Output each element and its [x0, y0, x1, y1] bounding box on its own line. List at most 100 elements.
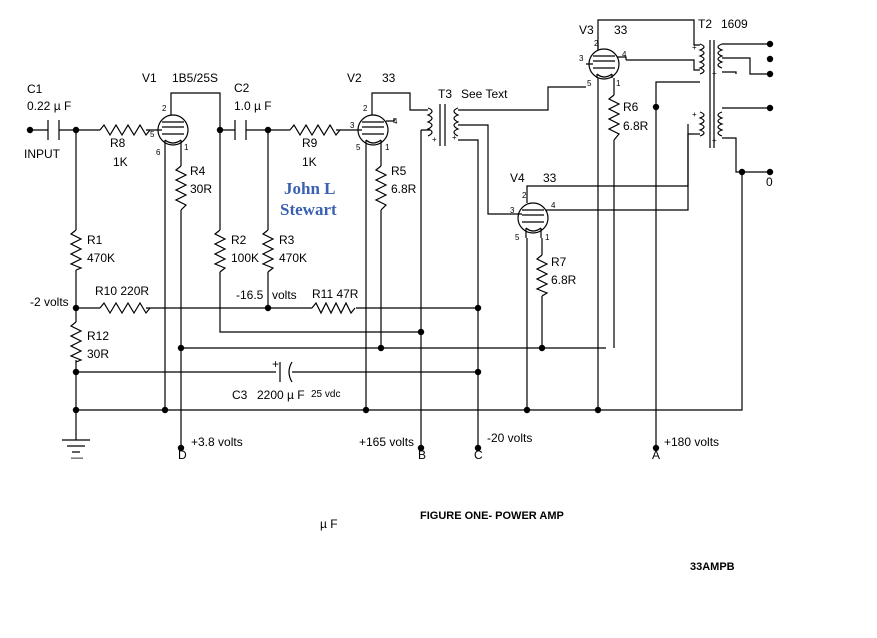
- v4-pin3: 3: [510, 206, 515, 215]
- r5-value: 6.8R: [391, 182, 417, 196]
- supply-d-label: +3.8 volts: [191, 435, 243, 449]
- r8-ref: R8: [110, 136, 126, 150]
- junctions: [26, 40, 774, 452]
- r3-body: [261, 229, 275, 273]
- node-b-label: B: [418, 448, 426, 462]
- v4-pin1: 1: [545, 233, 550, 242]
- signature: John L Stewart: [280, 179, 337, 219]
- r12-value: 30R: [87, 347, 109, 361]
- supply-a-label: +180 volts: [664, 435, 719, 449]
- t2-plus-2: +: [712, 69, 717, 78]
- r8-value: 1K: [113, 155, 128, 169]
- r3-ref: R3: [279, 233, 295, 247]
- v3-pin3: 3: [579, 54, 584, 63]
- r9-value: 1K: [302, 155, 317, 169]
- v2-ref: V2: [347, 71, 362, 85]
- v3-pin5: 5: [587, 79, 592, 88]
- r2-value: 100K: [231, 251, 259, 265]
- v2-pin3: 3: [350, 121, 355, 130]
- r12-body: [69, 321, 83, 363]
- v3-pin4: 4: [622, 50, 627, 59]
- t2-plus-4: +: [712, 136, 717, 145]
- t2-plus-1: +: [692, 43, 697, 52]
- c1-value: 0.22 µ F: [27, 99, 71, 113]
- r6-body: [607, 94, 621, 141]
- v4-ref: V4: [510, 171, 525, 185]
- resistors: [69, 94, 621, 363]
- component-labels: C1 0.22 µ F INPUT R8 1K V1 1B5/25S C2 1.…: [24, 17, 773, 402]
- r4-value: 30R: [190, 182, 212, 196]
- c3-ref: C3: [232, 388, 248, 402]
- c3-plus: +: [272, 357, 279, 371]
- v2-pin1: 1: [385, 143, 390, 152]
- input-label: INPUT: [24, 147, 61, 161]
- t3-ref: T3: [438, 87, 452, 101]
- c2-value: 1.0 µ F: [234, 99, 272, 113]
- v1-pin1: 1: [184, 143, 189, 152]
- tube-v3: [586, 43, 627, 80]
- c3-capacitor: [279, 361, 293, 383]
- v4-type: 33: [543, 171, 557, 185]
- c2-ref: C2: [234, 81, 250, 95]
- v2-pin5: 5: [356, 143, 361, 152]
- bias-neg2-label: -2 volts: [30, 295, 69, 309]
- t3-plus-1: +: [432, 135, 437, 144]
- wires: [30, 19, 770, 453]
- v4-pin2: 2: [522, 191, 527, 200]
- t3-plus-2: +: [452, 133, 457, 142]
- r5-ref: R5: [391, 164, 407, 178]
- t2-plus-3: +: [692, 110, 697, 119]
- supply-b-label: +165 volts: [359, 435, 414, 449]
- r7-body: [535, 254, 549, 297]
- t2-type: 1609: [721, 17, 748, 31]
- r9-ref: R9: [302, 136, 318, 150]
- r7-ref: R7: [551, 255, 567, 269]
- node-a-label: A: [652, 448, 660, 462]
- ground-mark: —: [71, 450, 83, 464]
- pin-numbers: 2 5 6 1 2 3 4 5 1 2 3 4 5 1 2 3 4 5 1 + …: [150, 39, 717, 242]
- c3-value: 2200 µ F: [257, 388, 305, 402]
- tube-v4: [512, 196, 556, 238]
- signature-line2: Stewart: [280, 200, 337, 219]
- r3-value: 470K: [279, 251, 307, 265]
- r8-body: [99, 123, 151, 137]
- t2-ref: T2: [698, 17, 712, 31]
- v1-pin2: 2: [162, 104, 167, 113]
- v2-pin2: 2: [363, 104, 368, 113]
- v3-type: 33: [614, 23, 628, 37]
- node-d-label: D: [178, 448, 187, 462]
- tube-v2: [355, 108, 395, 150]
- stray-unit: µ F: [320, 517, 338, 531]
- bias-neg16-label: -16.5: [236, 288, 264, 302]
- v1-pin5: 5: [150, 130, 155, 139]
- v1-pin6: 6: [156, 148, 161, 157]
- r1-value: 470K: [87, 251, 115, 265]
- r9-body: [289, 123, 341, 137]
- transformer-t3: [426, 104, 460, 146]
- v1-type: 1B5/25S: [172, 71, 218, 85]
- r10-ref: R10 220R: [95, 284, 149, 298]
- r4-body: [174, 165, 188, 211]
- r2-ref: R2: [231, 233, 247, 247]
- node-c-label: C: [474, 448, 483, 462]
- r5-body: [374, 165, 388, 211]
- r10-body: [99, 301, 151, 315]
- r12-ref: R12: [87, 329, 109, 343]
- output-zero-label: 0: [766, 175, 773, 189]
- v3-ref: V3: [579, 23, 594, 37]
- r11-body: [311, 301, 356, 315]
- tube-v1: [157, 108, 189, 150]
- bias-neg16-unit: volts: [272, 288, 297, 302]
- v2-type: 33: [382, 71, 396, 85]
- c3-rating: 25 vdc: [311, 389, 340, 400]
- v3-pin1: 1: [616, 79, 621, 88]
- v3-pin2: 2: [594, 39, 599, 48]
- r1-ref: R1: [87, 233, 103, 247]
- signature-line1: John L: [284, 179, 336, 198]
- r1-body: [69, 229, 83, 271]
- c1-ref: C1: [27, 82, 43, 96]
- doc-code: 33AMPB: [690, 561, 735, 573]
- figure-title: FIGURE ONE- POWER AMP: [420, 510, 564, 522]
- t3-type: See Text: [461, 87, 508, 101]
